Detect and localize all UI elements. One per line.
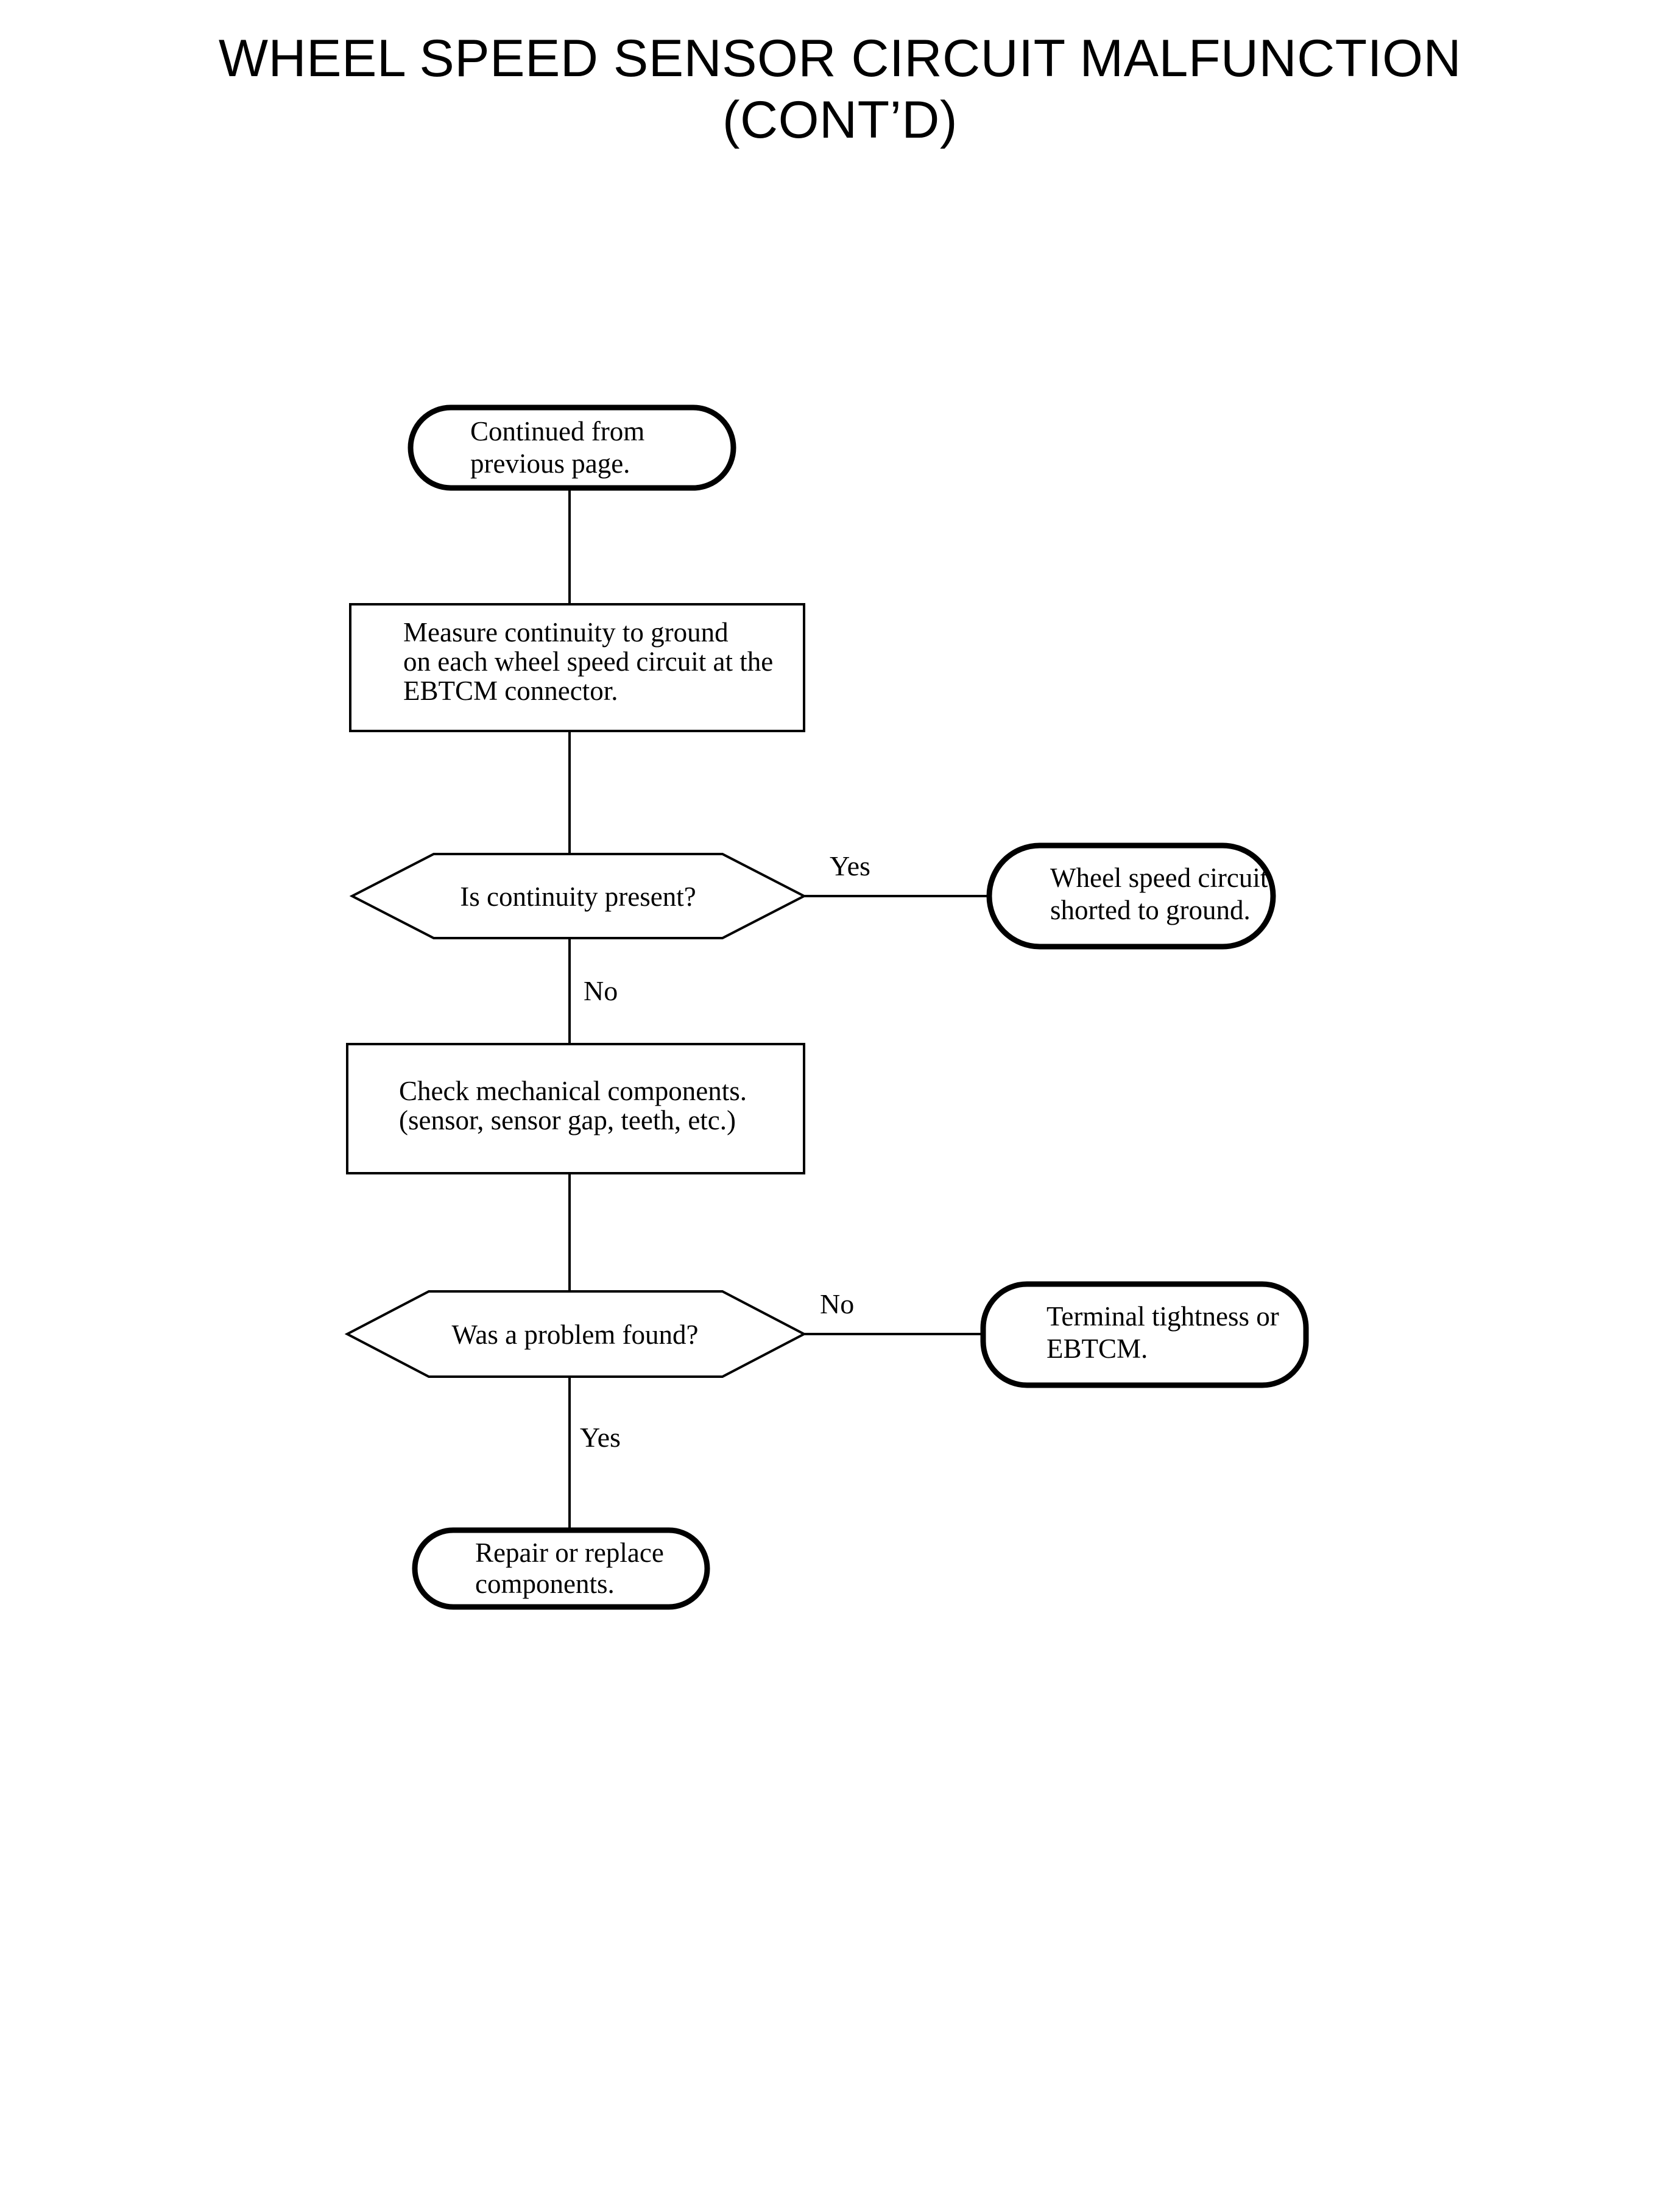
terminator-shape bbox=[408, 404, 736, 491]
node-was-a-problem-found[interactable]: Was a problem found? bbox=[344, 1290, 807, 1378]
node-text-line-3: EBTCM connector. bbox=[403, 676, 618, 706]
node-text-line-1: Check mechanical components. bbox=[399, 1076, 747, 1106]
decision-shape bbox=[349, 853, 807, 939]
process-shape bbox=[349, 603, 805, 732]
edge-label-no-continuity: No bbox=[584, 975, 618, 1006]
node-text-line-1: Continued from bbox=[470, 416, 644, 447]
node-wheel-speed-circuit-shorted-to-ground[interactable]: Wheel speed circuit shorted to ground. bbox=[986, 842, 1276, 950]
node-text-line-1: Measure continuity to ground bbox=[403, 617, 729, 648]
node-continued-from-previous-page[interactable]: Continued from previous page. bbox=[408, 404, 736, 491]
terminator-shape bbox=[412, 1527, 710, 1610]
edge-label-yes-continuity: Yes bbox=[830, 850, 870, 881]
page-title-line-2: (CONT’D) bbox=[722, 91, 958, 150]
node-text-line-2: shorted to ground. bbox=[1050, 895, 1251, 925]
node-check-mechanical-components[interactable]: Check mechanical components. (sensor, se… bbox=[346, 1043, 805, 1174]
node-text-line-2: previous page. bbox=[470, 448, 630, 479]
edge-label-yes-problem-found: Yes bbox=[580, 1422, 621, 1453]
node-text-line-1: Wheel speed circuit bbox=[1050, 863, 1268, 893]
decision-shape bbox=[344, 1290, 807, 1378]
page-title-line-1: WHEEL SPEED SENSOR CIRCUIT MALFUNCTION bbox=[218, 29, 1462, 88]
node-text-line-2: on each wheel speed circuit at the bbox=[403, 646, 773, 677]
node-is-continuity-present[interactable]: Is continuity present? bbox=[349, 853, 807, 939]
process-shape bbox=[346, 1043, 805, 1174]
page-title: WHEEL SPEED SENSOR CIRCUIT MALFUNCTION (… bbox=[0, 28, 1680, 152]
terminator-shape bbox=[980, 1281, 1309, 1388]
node-measure-continuity-to-ground[interactable]: Measure continuity to ground on each whe… bbox=[349, 603, 805, 732]
node-text-line-1: Was a problem found? bbox=[452, 1319, 699, 1350]
terminator-shape bbox=[986, 842, 1276, 950]
node-text-line-1: Is continuity present? bbox=[460, 881, 696, 912]
edge-label-no-problem-found: No bbox=[820, 1288, 854, 1319]
node-text-line-2: EBTCM. bbox=[1046, 1333, 1148, 1364]
node-text-line-1: Terminal tightness or bbox=[1046, 1301, 1279, 1332]
node-repair-or-replace-components[interactable]: Repair or replace components. bbox=[412, 1527, 710, 1610]
node-text-line-2: components. bbox=[475, 1569, 615, 1599]
node-terminal-tightness-or-ebtcm[interactable]: Terminal tightness or EBTCM. bbox=[980, 1281, 1309, 1388]
node-text-line-2: (sensor, sensor gap, teeth, etc.) bbox=[399, 1105, 736, 1135]
node-text-line-1: Repair or replace bbox=[475, 1537, 664, 1568]
